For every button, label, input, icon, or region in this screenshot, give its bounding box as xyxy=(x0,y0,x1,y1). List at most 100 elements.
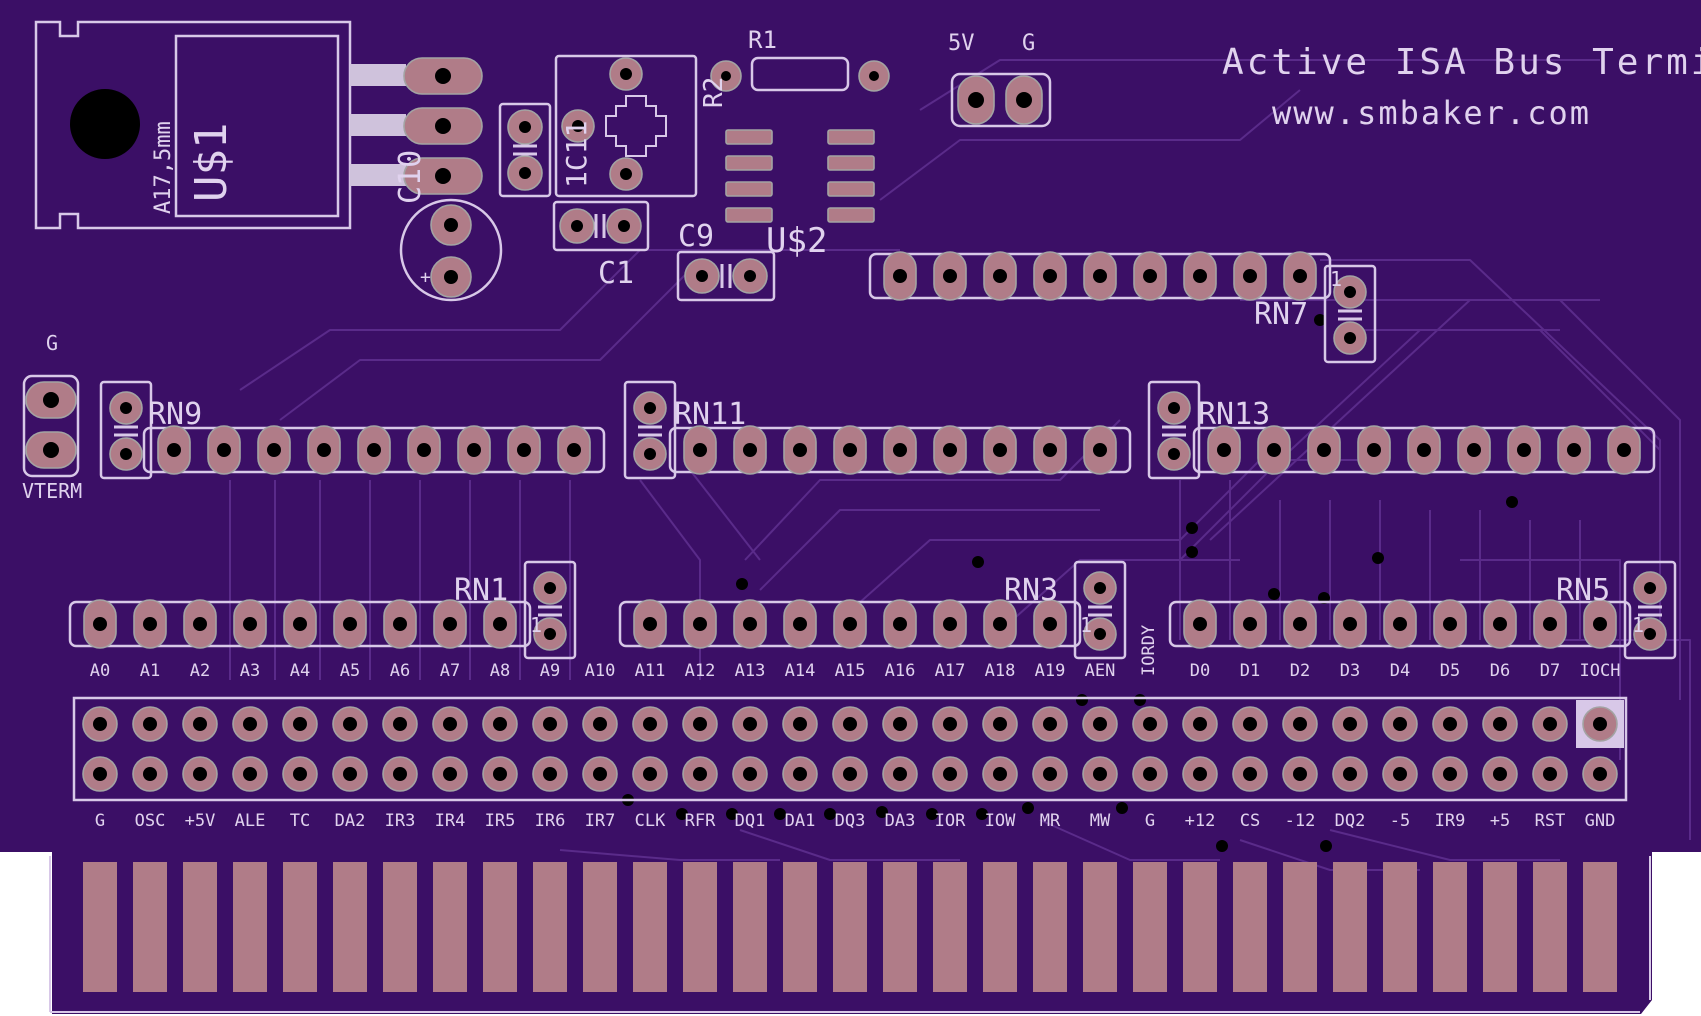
edge-finger xyxy=(583,862,617,992)
signal-label: G xyxy=(95,811,105,831)
pin1-marker: 1 xyxy=(1080,613,1092,637)
c10-capacitor: + xyxy=(399,198,503,302)
edge-finger xyxy=(1333,862,1367,992)
edge-finger xyxy=(333,862,367,992)
signal-label: A14 xyxy=(785,661,816,681)
c11-trimmer: 1C11 xyxy=(554,54,698,198)
signal-label: A2 xyxy=(190,661,210,681)
signal-label: A1 xyxy=(140,661,160,681)
edge-finger xyxy=(983,862,1017,992)
edge-finger xyxy=(83,862,117,992)
edge-finger xyxy=(433,862,467,992)
edge-finger xyxy=(1433,862,1467,992)
edge-finger xyxy=(233,862,267,992)
u2-label: U$2 xyxy=(766,221,827,261)
signal-label: OSC xyxy=(135,811,166,831)
signal-label: A11 xyxy=(635,661,666,681)
c9-capacitor: C9 xyxy=(676,219,776,302)
via xyxy=(736,578,748,590)
rn3-network xyxy=(618,599,1082,649)
edge-finger xyxy=(633,862,667,992)
signal-label: D4 xyxy=(1390,661,1410,681)
edge-finger xyxy=(533,862,567,992)
via xyxy=(976,808,988,820)
via xyxy=(926,808,938,820)
c1-label: C1 xyxy=(598,256,634,291)
signal-label: D3 xyxy=(1340,661,1360,681)
signal-label: D2 xyxy=(1290,661,1310,681)
edge-finger xyxy=(1483,862,1517,992)
signal-label: A7 xyxy=(440,661,460,681)
via xyxy=(1506,496,1518,508)
edge-finger xyxy=(1133,862,1167,992)
signal-label: +5V xyxy=(185,811,216,831)
signal-label: A10 xyxy=(585,661,616,681)
signal-label: A8 xyxy=(490,661,510,681)
header-g-label: G xyxy=(1022,31,1035,56)
signal-label: IR9 xyxy=(1435,811,1466,831)
pin1-marker: 1 xyxy=(1330,267,1342,291)
vterm-jumper: G VTERM xyxy=(22,331,82,503)
signal-label: RFR xyxy=(685,811,716,831)
signal-label: A13 xyxy=(735,661,766,681)
signal-label: DA2 xyxy=(335,811,366,831)
rn7-network xyxy=(868,251,1332,301)
edge-finger xyxy=(283,862,317,992)
signal-label: -5 xyxy=(1390,811,1410,831)
via xyxy=(1216,840,1228,852)
via xyxy=(1186,522,1198,534)
signal-label: ALE xyxy=(235,811,266,831)
edge-finger xyxy=(1033,862,1067,992)
via xyxy=(1022,802,1034,814)
isa-edge-fingers xyxy=(83,862,1617,992)
signal-label: DQ1 xyxy=(735,811,766,831)
edge-finger xyxy=(1383,862,1417,992)
edge-finger xyxy=(783,862,817,992)
signal-label: A9 xyxy=(540,661,560,681)
signal-label: DQ2 xyxy=(1335,811,1366,831)
via xyxy=(1116,802,1128,814)
vterm-g-label: G xyxy=(46,331,58,355)
signal-label: IR7 xyxy=(585,811,616,831)
rn5-bypass-cap xyxy=(1623,560,1677,660)
edge-finger xyxy=(1183,862,1217,992)
signal-label: +12 xyxy=(1185,811,1216,831)
signal-label: IR5 xyxy=(485,811,516,831)
r1-resistor: R1 R2 xyxy=(699,26,890,108)
signal-label: IORDY xyxy=(1139,625,1159,676)
r2-label: R2 xyxy=(699,77,729,108)
edge-finger xyxy=(483,862,517,992)
via xyxy=(876,806,888,818)
signal-label: MW xyxy=(1090,811,1111,831)
via xyxy=(726,808,738,820)
edge-finger xyxy=(1233,862,1267,992)
c10-label: C10 xyxy=(393,150,428,204)
signal-label: DA1 xyxy=(785,811,816,831)
u2-ic: U$2 xyxy=(725,129,875,261)
signal-label: A19 xyxy=(1035,661,1066,681)
signal-label: A18 xyxy=(985,661,1016,681)
signal-label: G xyxy=(1145,811,1155,831)
signal-label: +5 xyxy=(1490,811,1510,831)
pin1-marker: 1 xyxy=(530,613,542,637)
rn11-label: RN11 xyxy=(674,397,746,432)
signal-label: IOCH xyxy=(1580,661,1621,681)
board-url: www.smbaker.com xyxy=(1272,94,1591,132)
signal-label: A6 xyxy=(390,661,410,681)
via xyxy=(1076,694,1088,706)
signal-label: A5 xyxy=(340,661,360,681)
signal-label: D6 xyxy=(1490,661,1510,681)
signal-label: RST xyxy=(1535,811,1566,831)
signal-label: A16 xyxy=(885,661,916,681)
rn13-label: RN13 xyxy=(1198,397,1270,432)
c1-capacitor: C1 xyxy=(552,200,650,291)
rn5-label: RN5 xyxy=(1556,573,1610,608)
header-5v-label: 5V xyxy=(948,31,975,56)
signal-label: CLK xyxy=(635,811,666,831)
signal-label: CS xyxy=(1240,811,1260,831)
via xyxy=(676,808,688,820)
edge-finger xyxy=(1283,862,1317,992)
signal-label: DQ3 xyxy=(835,811,866,831)
